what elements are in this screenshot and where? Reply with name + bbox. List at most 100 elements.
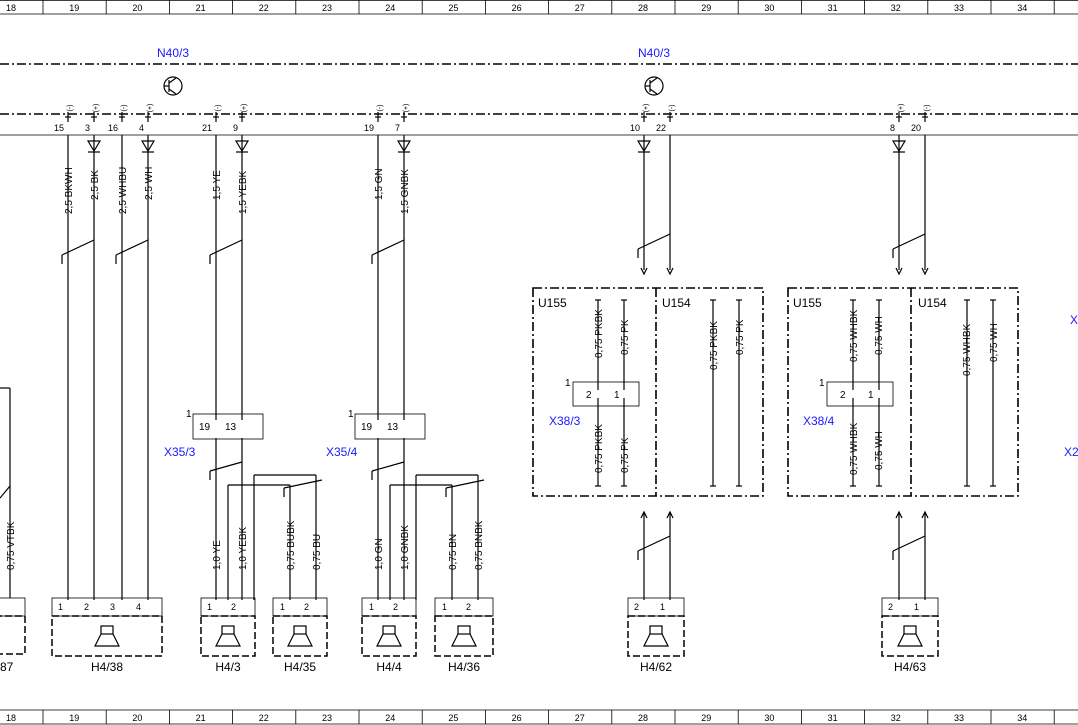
wire: (-) 21 1,5 YE (202, 105, 223, 201)
ruler-number: 18 (6, 3, 16, 13)
svg-text:10: 10 (630, 123, 640, 133)
svg-text:1: 1 (280, 602, 285, 612)
ruler-number: 32 (891, 3, 901, 13)
svg-text:1,5 GN: 1,5 GN (374, 168, 385, 200)
svg-text:1: 1 (58, 602, 63, 612)
svg-text:1: 1 (819, 378, 825, 389)
ruler-number: 29 (701, 713, 711, 723)
svg-text:0,75 WHBK: 0,75 WHBK (962, 323, 973, 376)
svg-text:0,75 PK: 0,75 PK (620, 437, 631, 473)
svg-text:0,75 PKBK: 0,75 PKBK (594, 309, 605, 358)
svg-text:4: 4 (139, 123, 144, 133)
lower-wire-label: 1,0 GN (374, 538, 385, 570)
svg-text:2: 2 (231, 602, 236, 612)
speaker-label: H4/4 (376, 660, 402, 674)
svg-text:U154: U154 (918, 296, 947, 310)
svg-text:U155: U155 (793, 296, 822, 310)
edge-label: X (1070, 313, 1078, 327)
wire-group: (-)152,5 BKWH (+)32,5 BK (-)162,5 WHBU (+) 4… (54, 104, 931, 214)
speaker-label: H4/35 (284, 660, 316, 674)
ruler-number: 20 (132, 3, 142, 13)
svg-text:1: 1 (660, 602, 665, 612)
svg-text:(-): (-) (924, 105, 931, 112)
ruler-number: 31 (828, 713, 838, 723)
ruler-number: 29 (701, 3, 711, 13)
lower-wire-label: 0,75 BUBK (286, 520, 297, 570)
svg-text:0,75 WH: 0,75 WH (989, 323, 1000, 362)
svg-text:21: 21 (202, 123, 212, 133)
svg-text:2,5 WH: 2,5 WH (144, 167, 155, 200)
ruler-number: 27 (575, 713, 585, 723)
wire: (-) 20 (911, 105, 931, 134)
svg-text:(+): (+) (93, 104, 100, 113)
svg-text:(-): (-) (215, 105, 222, 112)
svg-text:(-): (-) (121, 105, 128, 112)
svg-text:9: 9 (233, 123, 238, 133)
svg-text:2: 2 (84, 602, 89, 612)
speaker-label: H4/36 (448, 660, 480, 674)
ruler-number: 33 (954, 713, 964, 723)
wire: (-)162,5 WHBU (108, 105, 129, 215)
svg-text:22: 22 (656, 123, 666, 133)
svg-text:U154: U154 (662, 296, 691, 310)
svg-text:2: 2 (586, 390, 592, 401)
lower-wire-label: 1,0 GNBK (400, 525, 411, 570)
ruler-number: 18 (6, 713, 16, 723)
svg-text:0,75 PK: 0,75 PK (735, 319, 746, 355)
svg-text:2: 2 (888, 602, 893, 612)
svg-text:(-): (-) (669, 105, 676, 112)
ruler-number: 22 (259, 3, 269, 13)
ruler-number: 21 (196, 713, 206, 723)
edge-label: X2 (1064, 445, 1078, 459)
transistor-icon (644, 76, 664, 96)
svg-text:2: 2 (304, 602, 309, 612)
wire: (+)32,5 BK (85, 104, 102, 200)
speaker-icon: 1 2H4/35 (272, 597, 328, 674)
ruler-number: 30 (764, 3, 774, 13)
svg-text:20: 20 (911, 123, 921, 133)
speaker-label-87: 87 (0, 660, 14, 674)
wire: (+)42,5 WH (139, 104, 156, 200)
svg-text:(+): (+) (898, 104, 905, 113)
svg-text:19: 19 (199, 422, 211, 433)
svg-text:(+): (+) (643, 104, 650, 113)
ruler-number: 32 (891, 713, 901, 723)
svg-text:2,5 BK: 2,5 BK (90, 170, 101, 200)
speaker-label: H4/62 (640, 660, 672, 674)
speaker-label: H4/63 (894, 660, 926, 674)
svg-text:2: 2 (466, 602, 471, 612)
svg-text:U155: U155 (538, 296, 567, 310)
wire: (+)71,5 GNBK (395, 104, 412, 214)
ruler-number: 19 (69, 713, 79, 723)
svg-text:1,5 YEBK: 1,5 YEBK (238, 170, 249, 214)
svg-text:13: 13 (225, 422, 237, 433)
ruler-number: 24 (385, 3, 395, 13)
lower-wire-label: 0,75 BU (312, 534, 323, 570)
svg-text:2: 2 (840, 390, 846, 401)
wire: (-)152,5 BKWH (54, 105, 75, 215)
ruler-number: 30 (764, 713, 774, 723)
transistor-icon (163, 76, 183, 96)
ruler-number: 33 (954, 3, 964, 13)
module-label-n40-3-right: N40/3 (638, 46, 670, 60)
svg-text:2,5 WHBU: 2,5 WHBU (118, 167, 129, 214)
svg-text:0,75 PK: 0,75 PK (620, 319, 631, 355)
connector-label-x38-3: X38/3 (549, 414, 581, 428)
svg-text:1,5 YE: 1,5 YE (212, 170, 223, 200)
connector-label-x35-3: X35/3 (164, 445, 196, 459)
svg-text:1: 1 (348, 409, 354, 420)
svg-text:8: 8 (890, 123, 895, 133)
svg-text:2: 2 (634, 602, 639, 612)
svg-text:0,75 WH: 0,75 WH (874, 316, 885, 355)
ruler-number: 34 (1017, 713, 1027, 723)
svg-text:1: 1 (565, 378, 571, 389)
ruler-number: 24 (385, 713, 395, 723)
svg-text:7: 7 (395, 123, 400, 133)
svg-text:(-): (-) (67, 105, 74, 112)
